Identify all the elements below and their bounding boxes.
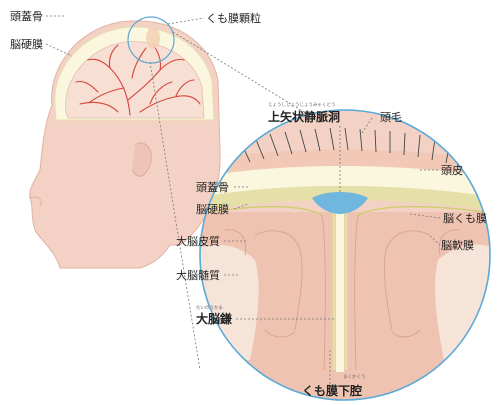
label-falx: 大脳鎌 bbox=[196, 311, 232, 326]
label-dura-outer: 脳硬膜 bbox=[10, 38, 43, 51]
ruby-subarachnoid: まくかくう bbox=[343, 373, 365, 380]
granulation-spot bbox=[146, 27, 160, 49]
label-scalp: 頭皮 bbox=[441, 164, 463, 177]
label-skull-outer: 頭蓋骨 bbox=[10, 10, 43, 23]
label-hair: 頭毛 bbox=[380, 111, 402, 124]
label-arachnoid: 脳くも膜 bbox=[443, 212, 487, 225]
label-pia: 脳軟膜 bbox=[441, 238, 474, 252]
ruby-falx: だいのうかま bbox=[196, 304, 223, 311]
label-arachnoid-granulation: くも膜顆粒 bbox=[206, 11, 261, 25]
label-sinus: 上矢状静脈洞 bbox=[268, 109, 340, 124]
ruby-sinus: じょうしじょうじょうみゃくどう bbox=[268, 101, 336, 108]
label-subarachnoid: くも膜下腔 bbox=[302, 383, 362, 398]
label-dura-inner: 脳硬膜 bbox=[196, 203, 229, 216]
zoom-detail bbox=[195, 105, 499, 405]
label-cortex: 大脳皮質 bbox=[176, 234, 220, 248]
label-skull-inner: 頭蓋骨 bbox=[196, 181, 229, 194]
label-medulla: 大脳髄質 bbox=[176, 268, 220, 282]
